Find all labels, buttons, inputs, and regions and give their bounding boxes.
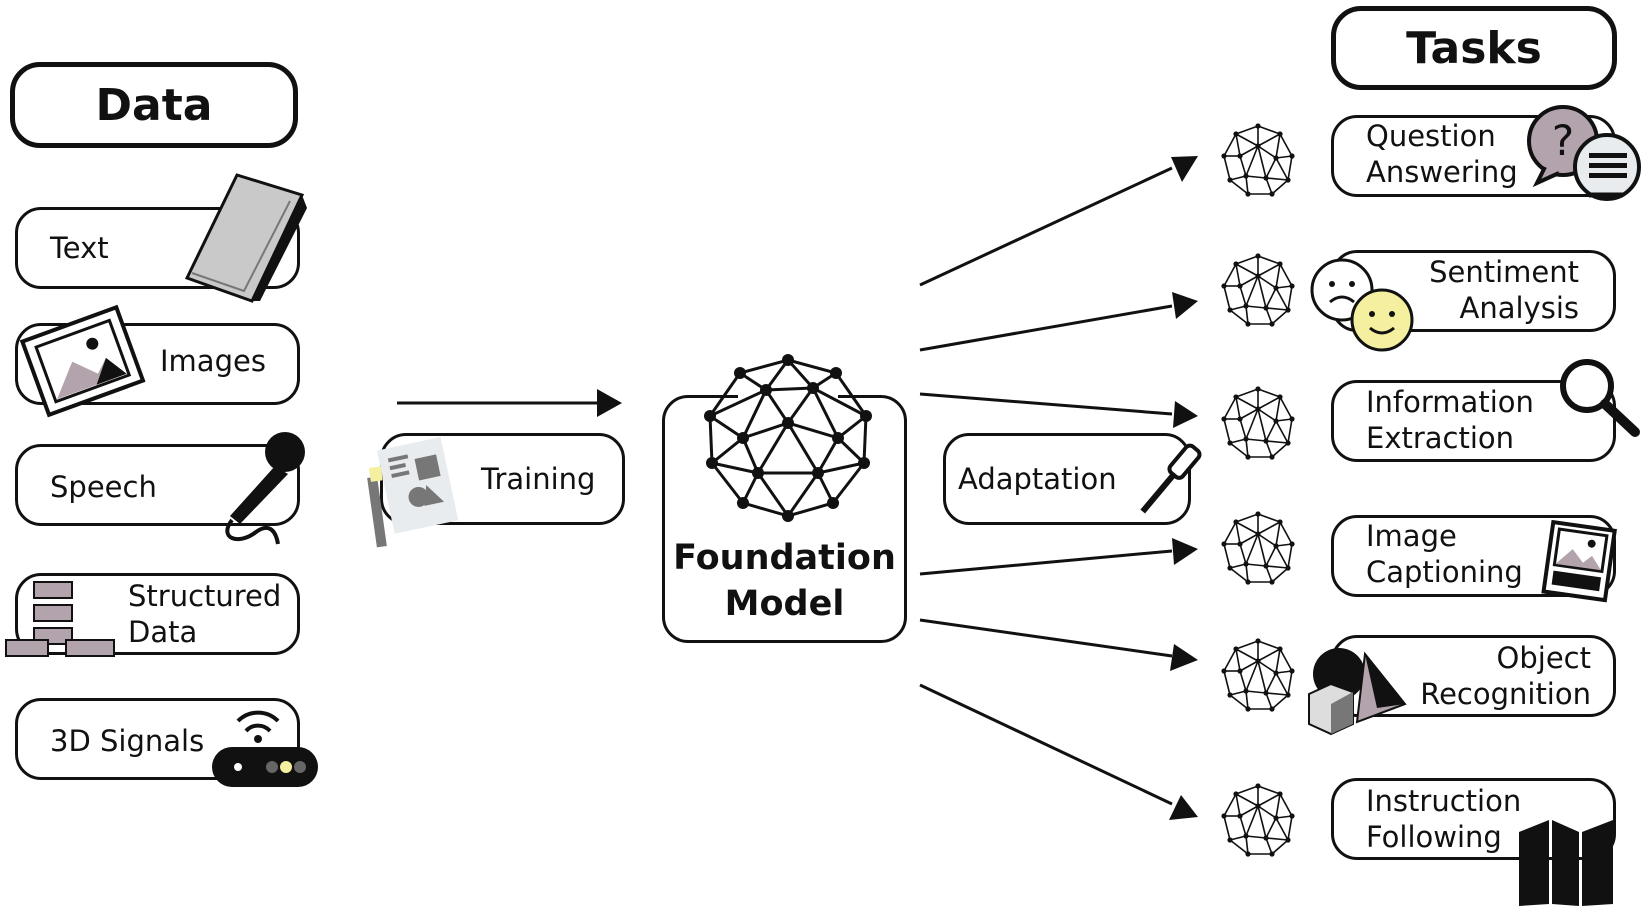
task-arrow-1 <box>919 166 1173 287</box>
task-network-icon-1 <box>1221 123 1295 197</box>
network-sphere-icon <box>704 354 872 522</box>
data-item-speech <box>15 444 300 526</box>
task-image-captioning-label: Image Captioning <box>1366 519 1523 589</box>
magnifier-icon <box>1560 359 1640 437</box>
shapes-icon <box>1308 648 1407 736</box>
task-arrowhead-3 <box>1173 401 1198 428</box>
task-question-answering-label: Question Answering <box>1366 119 1518 189</box>
data-item-3d-signals-label: 3D Signals <box>50 724 205 758</box>
photo-caption-icon <box>1541 519 1617 603</box>
tasks-header: Tasks <box>1331 6 1617 90</box>
task-arrowhead-6 <box>1169 795 1198 820</box>
task-arrow-2 <box>919 304 1173 352</box>
task-instruction-following-label: Instruction Following <box>1366 784 1522 854</box>
task-arrow-4 <box>919 549 1173 576</box>
data-item-text-label: Text <box>50 231 109 265</box>
photo-icon <box>19 304 146 418</box>
task-arrow-5 <box>919 618 1173 658</box>
task-network-icon-3 <box>1221 386 1295 460</box>
tasks-header-label: Tasks <box>1406 22 1542 74</box>
task-arrowhead-1 <box>1171 156 1198 182</box>
task-information-extraction-label: Information Extraction <box>1366 385 1534 455</box>
data-item-structured-label: Structured Data <box>128 579 282 649</box>
training-arrowhead <box>597 389 622 417</box>
task-arrow-6 <box>919 683 1173 806</box>
training-label: Training <box>481 462 596 496</box>
data-item-speech-label: Speech <box>50 470 157 504</box>
adaptation-label: Adaptation <box>958 462 1117 496</box>
task-object-recognition-label: Object Recognition <box>1420 641 1591 711</box>
data-header-label: Data <box>95 79 213 131</box>
task-network-icon-5 <box>1221 638 1295 712</box>
task-network-icon-6 <box>1221 783 1295 857</box>
chat-question-icon: ? <box>1527 105 1641 201</box>
smiley-icon <box>1310 258 1414 352</box>
task-network-icon-2 <box>1221 253 1295 327</box>
task-arrowhead-2 <box>1172 292 1198 319</box>
map-icon <box>1519 820 1613 906</box>
data-header: Data <box>10 62 298 148</box>
book-icon <box>184 173 307 303</box>
foundation-model-label: Foundation Model <box>673 538 896 624</box>
document-training-icon <box>367 437 459 548</box>
router-icon <box>212 710 318 787</box>
task-arrowhead-4 <box>1172 538 1198 565</box>
task-sentiment-analysis-label: Sentiment Analysis <box>1429 255 1579 325</box>
hierarchy-icon <box>5 581 115 657</box>
task-arrow-3 <box>919 392 1173 416</box>
svg-text:?: ? <box>1552 116 1574 165</box>
data-item-images-label: Images <box>160 344 266 378</box>
screwdriver-icon <box>1140 443 1202 514</box>
task-arrowhead-5 <box>1170 644 1198 671</box>
task-network-icon-4 <box>1221 511 1295 585</box>
microphone-icon <box>225 432 305 545</box>
adaptation-box <box>943 433 1191 525</box>
